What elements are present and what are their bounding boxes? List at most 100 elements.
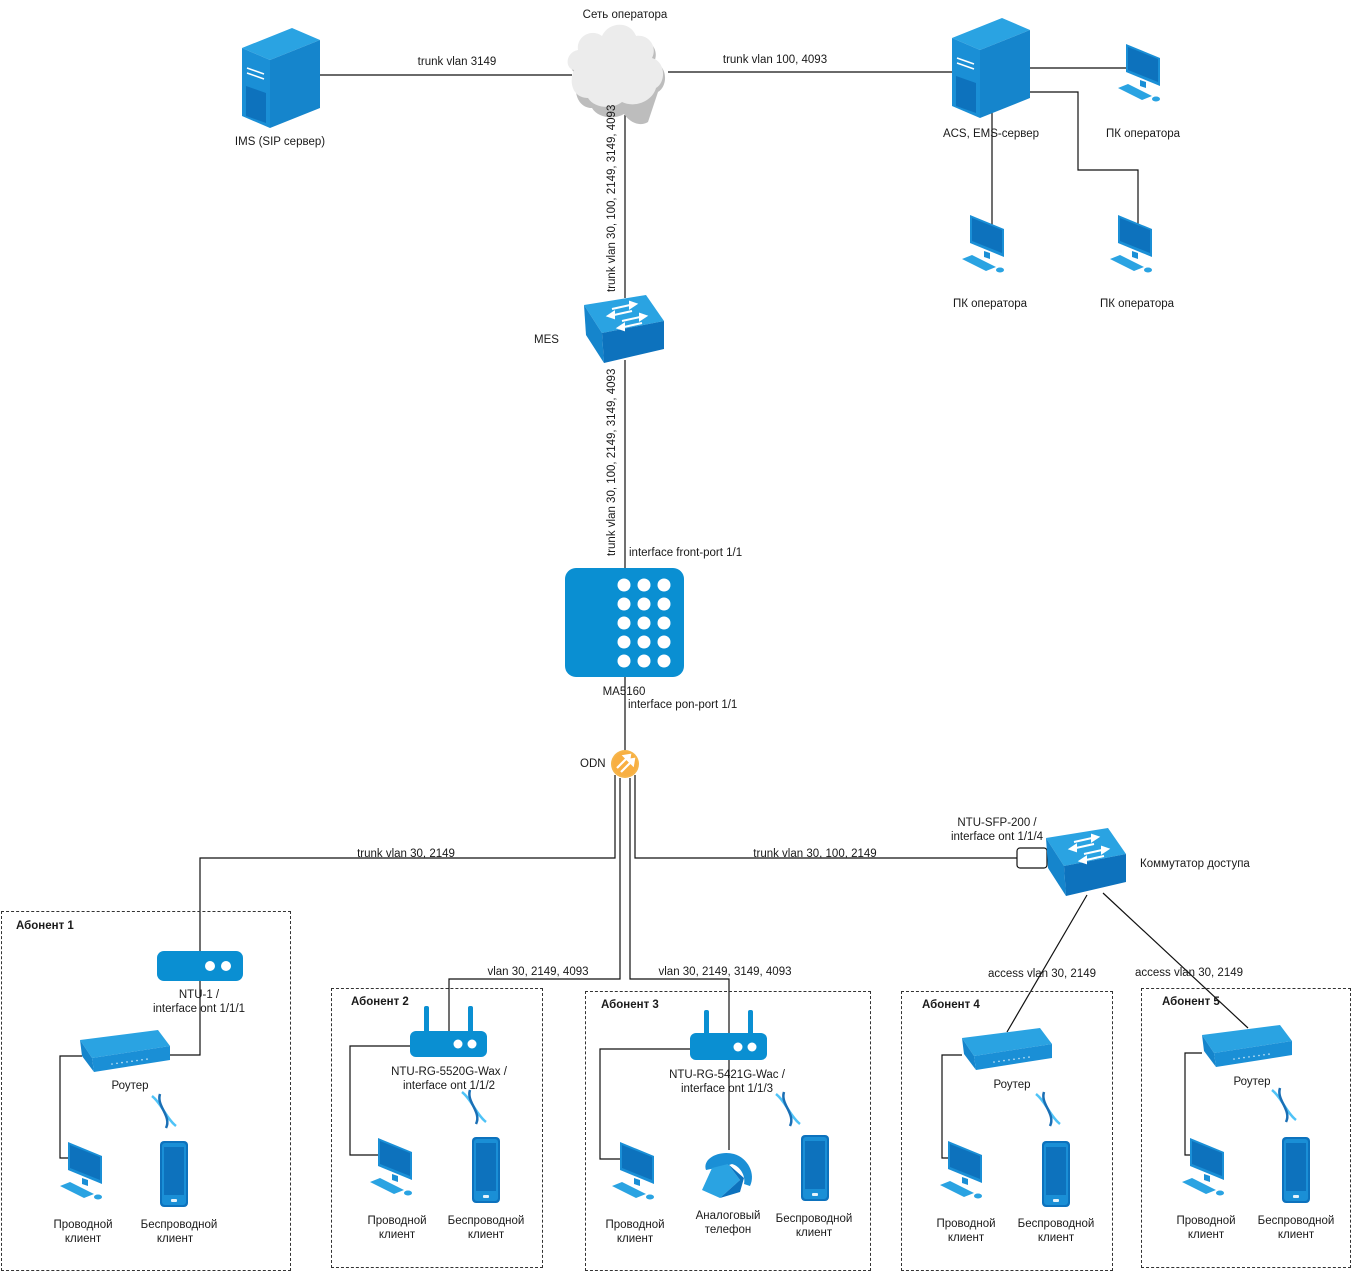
- link-ntu3-pc: [599, 1048, 692, 1160]
- ntu1-label-2: interface ont 1/1/1: [152, 1003, 246, 1015]
- subscriber-title-2: Абонент 2: [351, 996, 409, 1008]
- wireless-client-label-5b: клиент: [1277, 1229, 1315, 1241]
- acs-label: ACS, EMS-сервер: [942, 128, 1040, 140]
- connectors: [59, 67, 1249, 1160]
- link-switch-sub5: [1102, 892, 1249, 1029]
- olt-port-dot: [657, 654, 671, 668]
- link-label-sub3: vlan 30, 2149, 3149, 4093: [658, 966, 792, 978]
- subscriber-box-3: [585, 991, 871, 1271]
- link-label-access4: access vlan 30, 2149: [987, 968, 1097, 980]
- link-acs-pc3: [1030, 91, 1139, 224]
- mes-switch-icon[interactable]: [583, 294, 665, 364]
- link-label-sfp: trunk vlan 30, 100, 2149: [753, 848, 877, 860]
- wired-client-label-1a: Проводной: [53, 1219, 113, 1231]
- olt-port-dot: [657, 616, 671, 630]
- wired-client-label-5b: клиент: [1187, 1229, 1225, 1241]
- wired-client-label-5a: Проводной: [1176, 1215, 1236, 1227]
- subscriber-title-4: Абонент 4: [922, 999, 980, 1011]
- ntu-rg-5520-icon[interactable]: [410, 1006, 487, 1057]
- ntu-rg-5520-label-1: NTU-RG-5520G-Wax /: [391, 1066, 507, 1078]
- ntu-sfp-label-2: interface ont 1/1/4: [950, 831, 1044, 843]
- wired-client-label-3b: клиент: [616, 1233, 654, 1245]
- link-odn-sub3: [629, 778, 730, 1150]
- access-switch-label: Коммутатор доступа: [1140, 858, 1250, 870]
- link-label-cloud-mes: trunk vlan 30, 100, 2149, 3149, 4093: [606, 104, 618, 292]
- acs-server-icon[interactable]: [951, 17, 1031, 119]
- wired-client-label-4b: клиент: [947, 1232, 985, 1244]
- operator-pc-icon-3[interactable]: [1110, 215, 1152, 273]
- operator-pc-label-3: ПК оператора: [1099, 298, 1175, 310]
- link-odn-sub2: [448, 778, 621, 1032]
- pon-port-label: interface pon-port 1/1: [628, 699, 738, 711]
- ims-server-icon[interactable]: [241, 27, 321, 129]
- link-odn-sfp: [634, 775, 1018, 859]
- operator-pc-label-2: ПК оператора: [952, 298, 1028, 310]
- subscriber-box-5: [1141, 988, 1351, 1268]
- wireless-client-label-2a: Беспроводной: [447, 1215, 525, 1227]
- router-label-4: Роутер: [993, 1079, 1031, 1091]
- wireless-client-label-3b: клиент: [795, 1227, 833, 1239]
- wireless-client-label-2b: клиент: [467, 1229, 505, 1241]
- wired-client-label-2a: Проводной: [367, 1215, 427, 1227]
- olt-port-dot: [617, 654, 631, 668]
- link-label-acs-trunk: trunk vlan 100, 4093: [722, 54, 828, 66]
- wireless-client-label-1a: Беспроводной: [140, 1219, 218, 1231]
- operator-pc-icon-1[interactable]: [1118, 44, 1160, 102]
- wireless-client-label-4a: Беспроводной: [1017, 1218, 1095, 1230]
- link-switch-sub4: [1006, 894, 1088, 1033]
- link-router4-pc: [941, 1054, 962, 1159]
- mes-label: MES: [534, 334, 559, 346]
- ntu-rg-5421-icon[interactable]: [690, 1010, 767, 1060]
- subscriber-title-1: Абонент 1: [16, 920, 74, 932]
- front-port-label: interface front-port 1/1: [629, 547, 743, 559]
- wireless-client-label-5a: Беспроводной: [1257, 1215, 1335, 1227]
- olt-port-dot: [617, 616, 631, 630]
- olt-port-dot: [637, 616, 651, 630]
- analog-phone-icon[interactable]: [702, 1152, 753, 1198]
- link-ntu2-pc: [349, 1045, 412, 1156]
- operator-pc-label-1: ПК оператора: [1105, 128, 1181, 140]
- link-label-mes-olt: trunk vlan 30, 100, 2149, 3149, 4093: [606, 368, 618, 556]
- olt-label: MA5160: [602, 686, 646, 698]
- olt-port-dot: [637, 654, 651, 668]
- link-label-sub1: trunk vlan 30, 2149: [357, 848, 455, 860]
- olt-port-dot: [617, 635, 631, 649]
- wired-client-label-3a: Проводной: [605, 1219, 665, 1231]
- wired-client-label-4a: Проводной: [936, 1218, 996, 1230]
- wired-client-label-1b: клиент: [64, 1233, 102, 1245]
- olt-port-dot: [657, 597, 671, 611]
- ntu-sfp-label-1: NTU-SFP-200 /: [957, 817, 1037, 829]
- subscriber-box-2: [331, 988, 543, 1268]
- link-router5-pc: [1184, 1052, 1202, 1156]
- operator-pc-icon-2[interactable]: [962, 215, 1004, 273]
- ntu-rg-5421-label-1: NTU-RG-5421G-Wac /: [669, 1069, 785, 1081]
- olt-port-dot: [617, 578, 631, 592]
- link-router1-pc: [59, 1055, 82, 1159]
- wired-client-label-2b: клиент: [378, 1229, 416, 1241]
- ntu1-ont-icon[interactable]: [157, 951, 243, 981]
- analog-phone-label-a: Аналоговый: [695, 1210, 761, 1222]
- odn-splitter-icon[interactable]: [611, 750, 639, 778]
- subscriber-title-3: Абонент 3: [601, 999, 659, 1011]
- router-label-5: Роутер: [1233, 1076, 1271, 1088]
- olt-icon[interactable]: [565, 568, 684, 677]
- olt-port-dot: [657, 635, 671, 649]
- olt-port-dot: [617, 597, 631, 611]
- access-switch-icon[interactable]: [1045, 827, 1127, 897]
- wireless-client-label-1b: клиент: [156, 1233, 194, 1245]
- ntu-rg-5520-label-2: interface ont 1/1/2: [402, 1080, 496, 1092]
- link-label-sub2: vlan 30, 2149, 4093: [487, 966, 589, 978]
- link-label-access5: access vlan 30, 2149: [1134, 967, 1244, 979]
- cloud-icon[interactable]: [567, 24, 666, 125]
- odn-label: ODN: [580, 758, 606, 770]
- subscriber-box-4: [901, 991, 1113, 1271]
- ntu-sfp-module-icon[interactable]: [1016, 847, 1048, 869]
- ntu-rg-5421-label-2: interface ont 1/1/3: [680, 1083, 774, 1095]
- analog-phone-label-b: телефон: [704, 1224, 752, 1236]
- wireless-client-label-3a: Беспроводной: [775, 1213, 853, 1225]
- olt-port-dot: [637, 578, 651, 592]
- link-odn-sub1: [170, 775, 616, 1056]
- link-label-ims-trunk: trunk vlan 3149: [417, 56, 497, 68]
- ims-label: IMS (SIP сервер): [234, 136, 326, 148]
